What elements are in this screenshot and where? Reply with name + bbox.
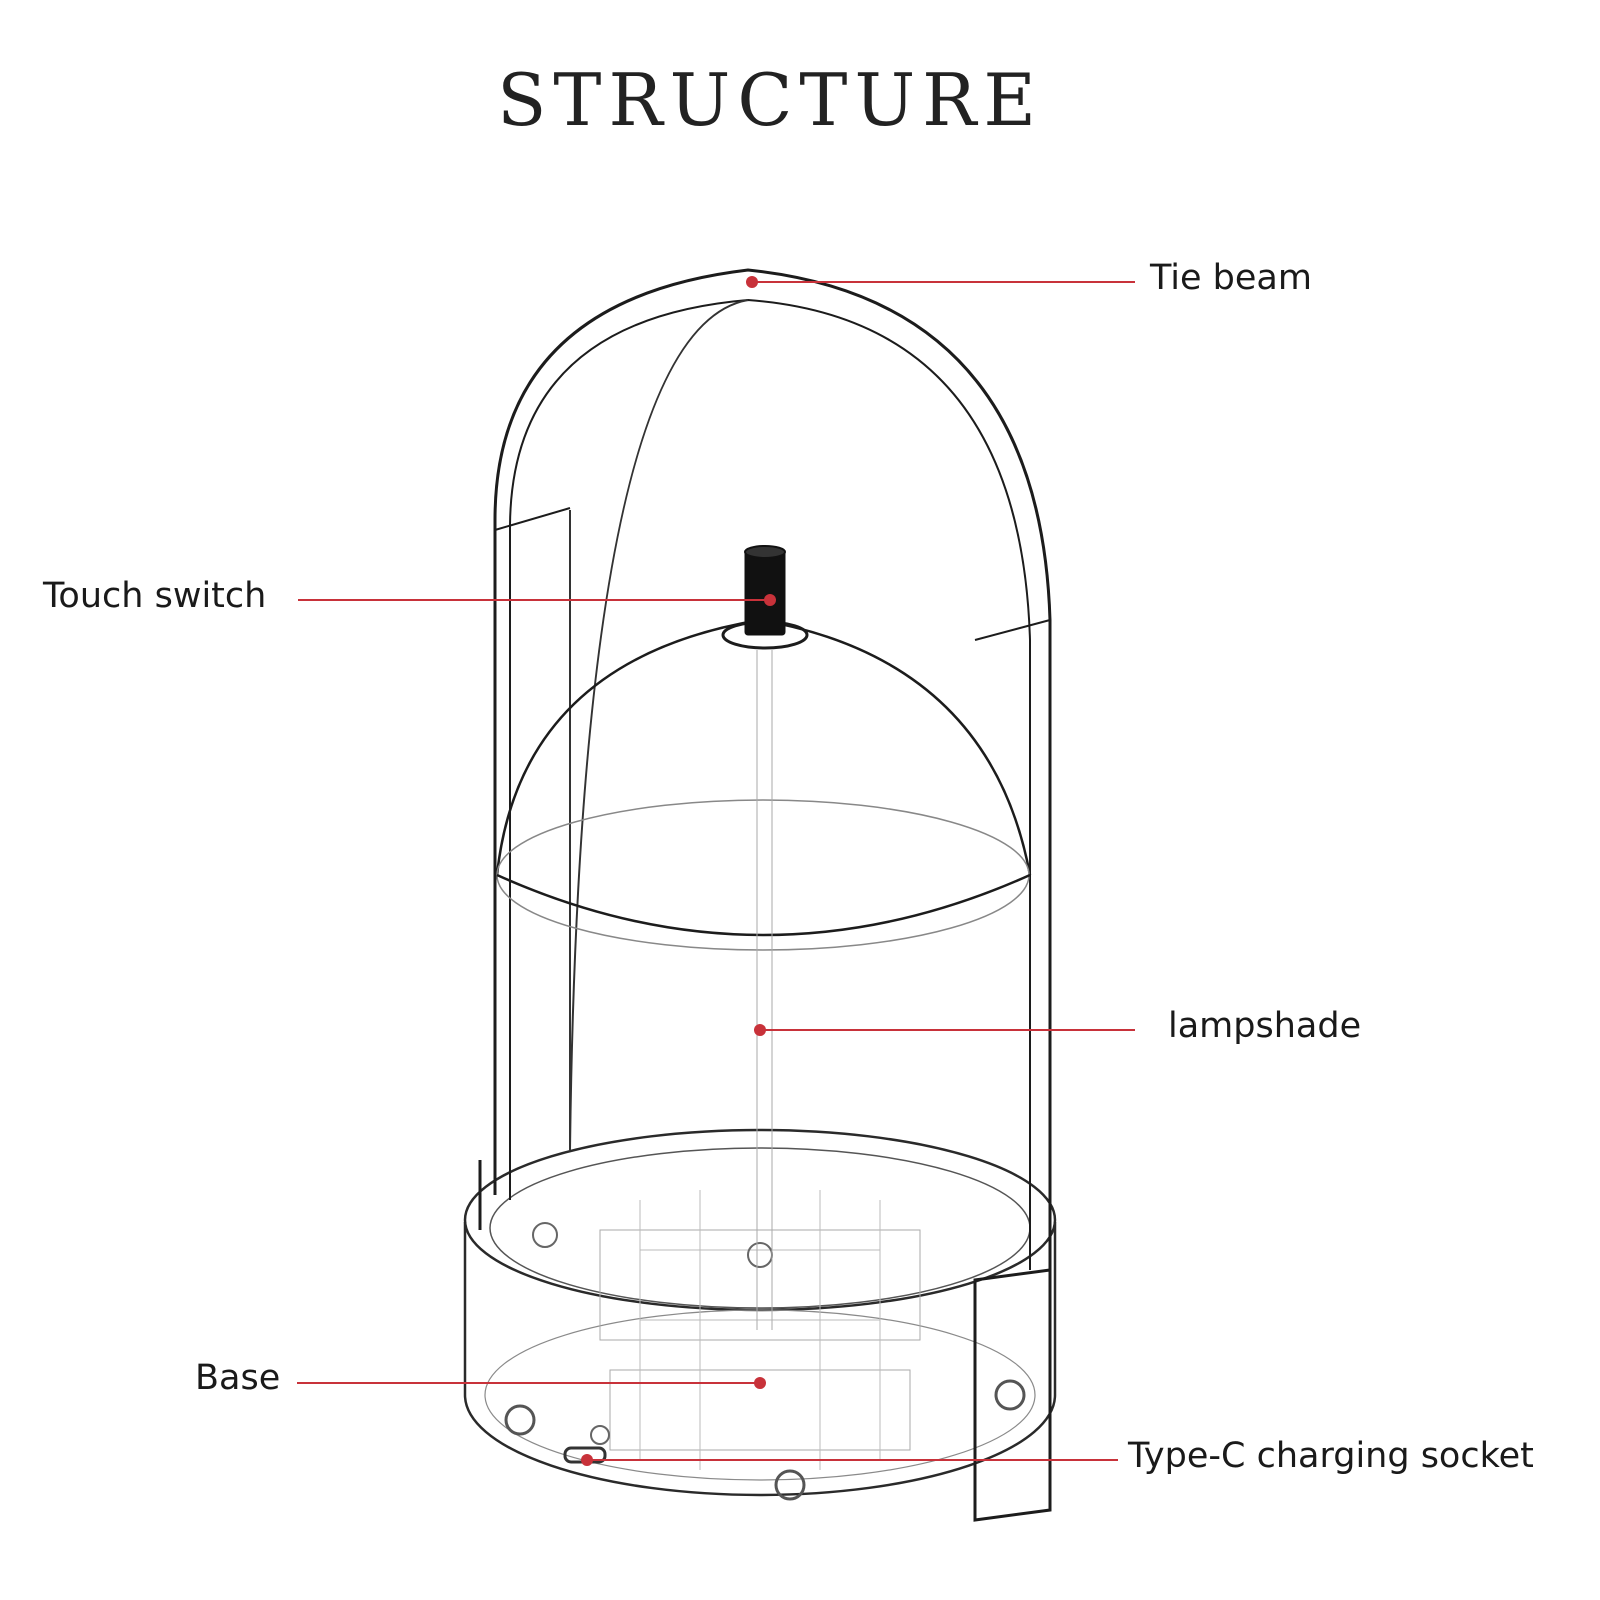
dot-lampshade: [754, 1024, 766, 1036]
dot-touch-switch: [764, 594, 776, 606]
base-drawing: [463, 1128, 1057, 1501]
touch-switch-drawing: [721, 545, 809, 650]
leader-lines: [297, 281, 1135, 1461]
label-type-c-socket: Type-C charging socket: [1128, 1436, 1534, 1476]
callout-dots: [581, 276, 776, 1466]
label-tie-beam: Tie beam: [1150, 258, 1312, 298]
lampshade-drawing: [495, 618, 1032, 1330]
label-touch-switch: Touch switch: [43, 576, 267, 616]
dot-base: [754, 1377, 766, 1389]
diagram-title: STRUCTURE: [497, 58, 1043, 142]
label-lampshade: lampshade: [1168, 1006, 1362, 1046]
label-base: Base: [195, 1358, 281, 1398]
dot-type-c: [581, 1454, 593, 1466]
tie-beam-drawing: [478, 268, 1052, 1522]
dot-tie-beam: [746, 276, 758, 288]
